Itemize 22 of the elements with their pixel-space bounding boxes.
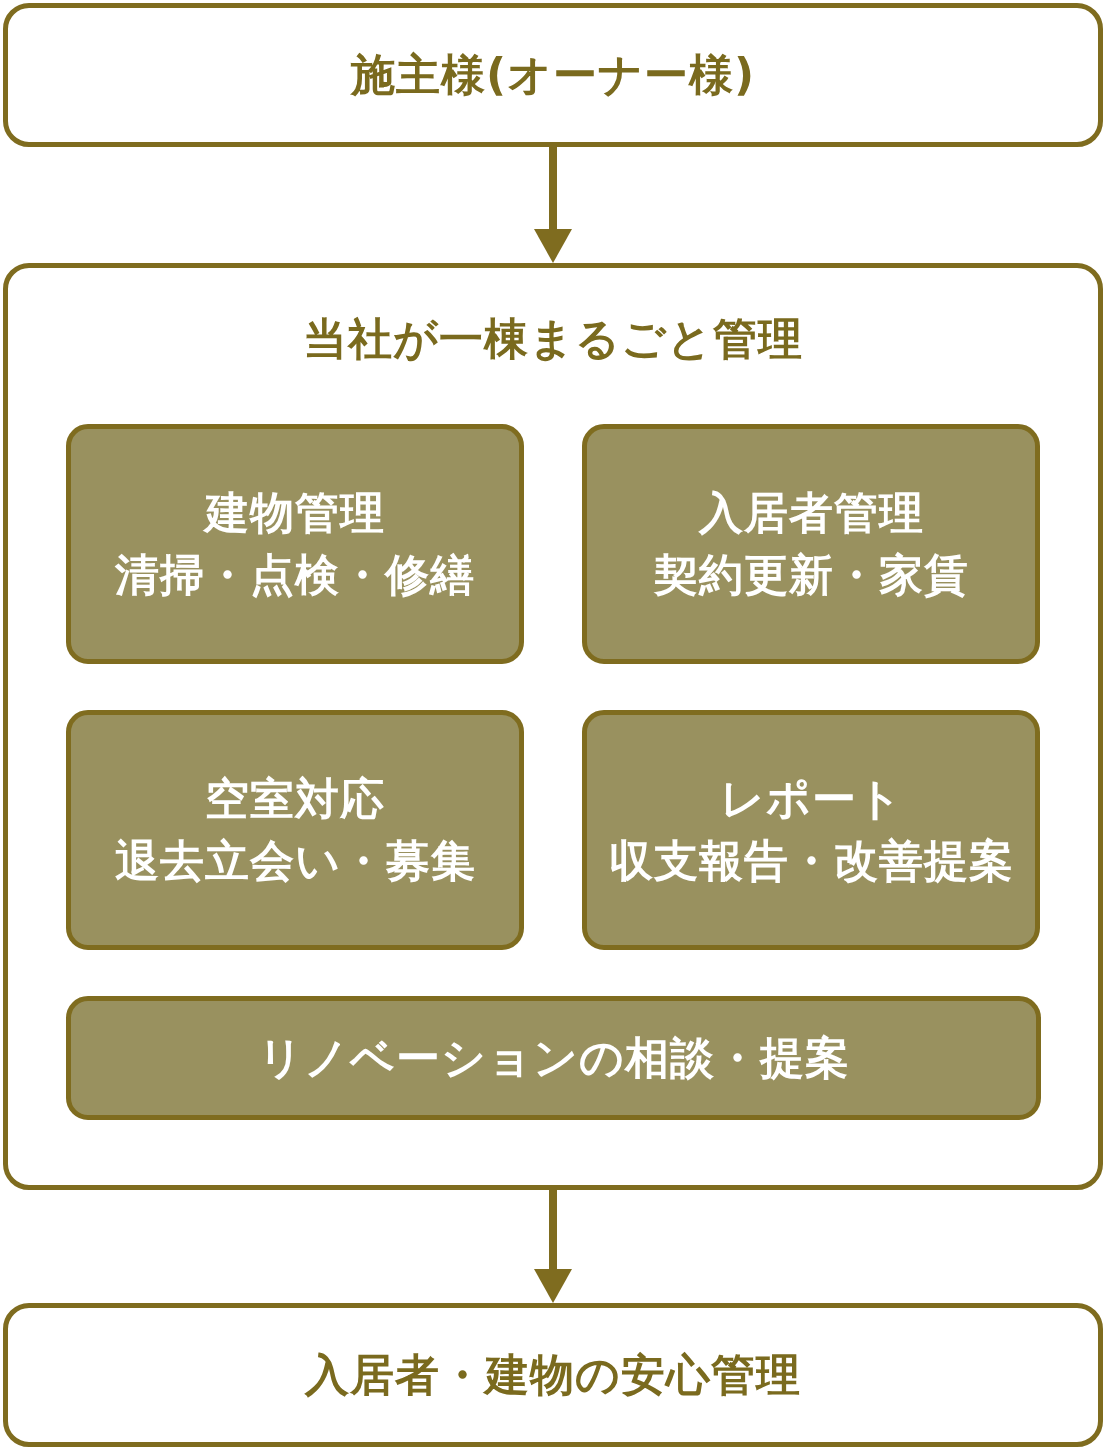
flow-box <box>3 1303 1103 1447</box>
arrow <box>534 147 572 263</box>
service-box <box>66 710 524 950</box>
service-heading: 入居者管理 <box>698 486 924 540</box>
group-frame <box>3 263 1103 1190</box>
service-heading: レポート <box>719 772 903 826</box>
service-detail: 退去立会い・募集 <box>114 834 476 888</box>
service-box <box>66 424 524 664</box>
service-detail: 契約更新・家賃 <box>653 548 969 602</box>
flow-box <box>3 3 1103 147</box>
service-box <box>582 710 1040 950</box>
service-box <box>582 424 1040 664</box>
service-heading: 建物管理 <box>205 486 385 540</box>
service-detail: 収支報告・改善提案 <box>608 834 1014 888</box>
group-heading: 当社が一棟まるごと管理 <box>302 312 804 366</box>
arrow <box>534 1190 572 1303</box>
service-detail: リノベーションの相談・提案 <box>257 1031 850 1085</box>
service-heading: 空室対応 <box>205 772 385 826</box>
service-box <box>66 996 1041 1120</box>
box-label: 入居者・建物の安心管理 <box>305 1348 801 1402</box>
service-detail: 清掃・点検・修繕 <box>115 548 475 602</box>
box-label: 施主様(オーナー様) <box>350 48 756 102</box>
